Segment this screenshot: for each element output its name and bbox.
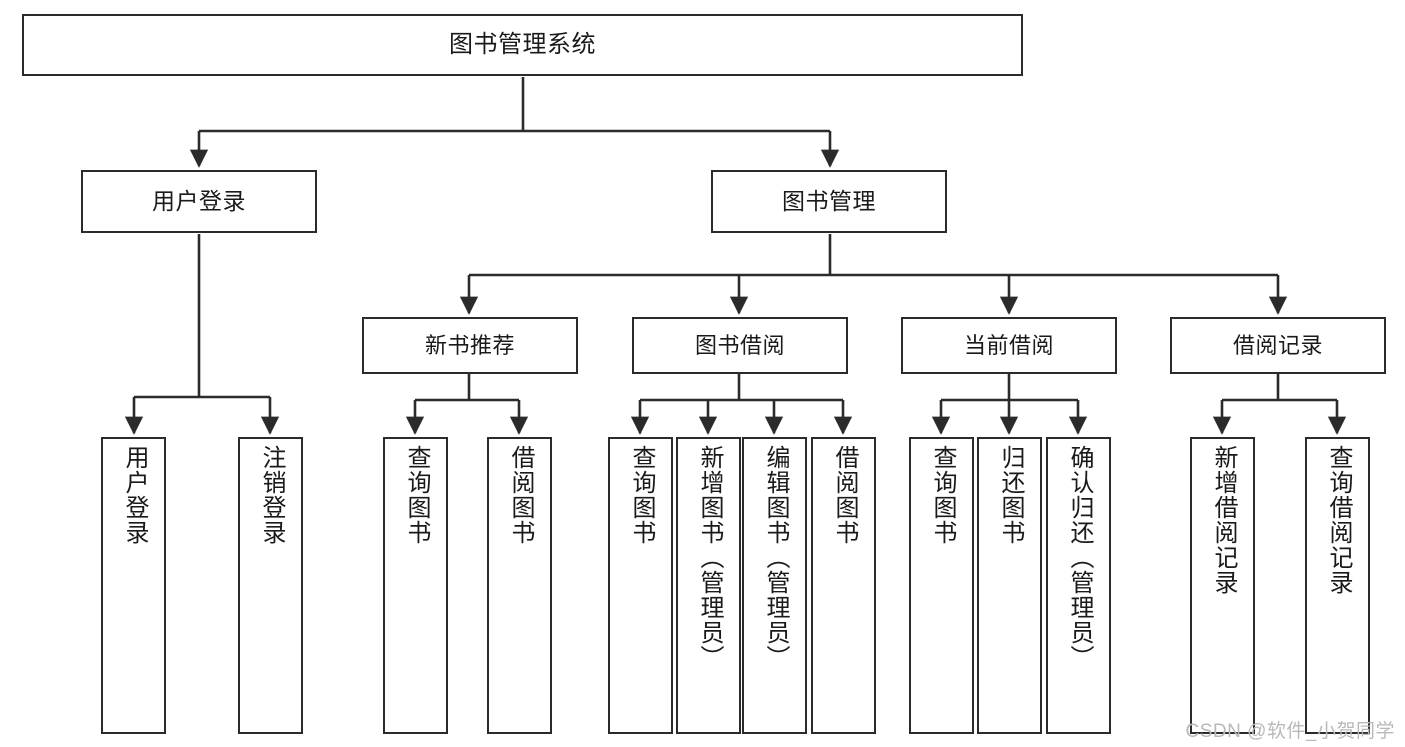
- node-label: 图书管理: [782, 187, 876, 214]
- node-label: 新增图书（管理员）: [695, 445, 723, 670]
- node-label: 借阅记录: [1232, 332, 1323, 358]
- node-leaf-confirm-return[interactable]: 确认归还（管理员）: [1046, 437, 1111, 734]
- node-leaf-edit-book[interactable]: 编辑图书（管理员）: [742, 437, 807, 734]
- node-leaf-query-borrow-record[interactable]: 查询借阅记录: [1305, 437, 1370, 734]
- watermark-text: CSDN @软件_小贺同学: [1185, 721, 1395, 742]
- node-label: 新书推荐: [424, 332, 515, 358]
- node-root-book-management-system[interactable]: 图书管理系统: [22, 14, 1023, 76]
- node-label: 注销登录: [257, 445, 285, 545]
- node-current-borrow[interactable]: 当前借阅: [901, 317, 1117, 374]
- node-label: 图书管理系统: [449, 30, 596, 58]
- node-label: 新增借阅记录: [1209, 445, 1237, 595]
- node-new-book-recommend[interactable]: 新书推荐: [362, 317, 578, 374]
- node-label: 借阅图书: [830, 445, 858, 545]
- node-leaf-borrow-book-recommend[interactable]: 借阅图书: [487, 437, 552, 734]
- node-leaf-borrow-book[interactable]: 借阅图书: [811, 437, 876, 734]
- node-label: 借阅图书: [506, 445, 534, 545]
- node-leaf-login[interactable]: 用户登录: [101, 437, 166, 734]
- node-borrow-record[interactable]: 借阅记录: [1170, 317, 1386, 374]
- node-leaf-query-book-recommend[interactable]: 查询图书: [383, 437, 448, 734]
- node-label: 查询图书: [928, 445, 956, 545]
- node-user-login[interactable]: 用户登录: [81, 170, 317, 233]
- node-label: 编辑图书（管理员）: [761, 445, 789, 670]
- node-leaf-return-book[interactable]: 归还图书: [977, 437, 1042, 734]
- node-leaf-add-book[interactable]: 新增图书（管理员）: [676, 437, 741, 734]
- node-label: 用户登录: [152, 187, 246, 214]
- node-book-management[interactable]: 图书管理: [711, 170, 947, 233]
- node-label: 确认归还（管理员）: [1065, 445, 1093, 670]
- node-book-borrow[interactable]: 图书借阅: [632, 317, 848, 374]
- node-label: 归还图书: [996, 445, 1024, 545]
- node-label: 查询图书: [627, 445, 655, 545]
- node-leaf-query-book-current[interactable]: 查询图书: [909, 437, 974, 734]
- node-label: 图书借阅: [694, 332, 785, 358]
- node-label: 查询借阅记录: [1324, 445, 1352, 595]
- node-label: 当前借阅: [963, 332, 1054, 358]
- node-label: 查询图书: [402, 445, 430, 545]
- node-leaf-add-borrow-record[interactable]: 新增借阅记录: [1190, 437, 1255, 734]
- node-leaf-logout[interactable]: 注销登录: [238, 437, 303, 734]
- node-label: 用户登录: [120, 445, 148, 545]
- node-leaf-query-book-borrow[interactable]: 查询图书: [608, 437, 673, 734]
